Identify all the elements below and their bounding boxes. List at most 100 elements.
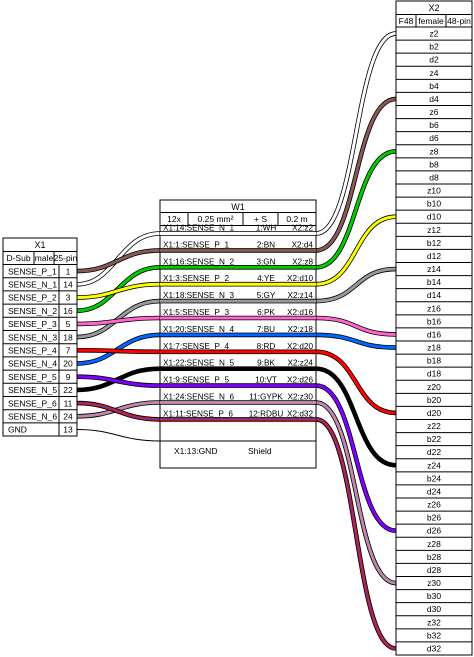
x2-spec-gender: female — [418, 16, 444, 26]
x1-pin-number: 3 — [66, 293, 71, 303]
wire-right-2 — [315, 97, 397, 252]
wire-to-label: X2:d10 — [287, 274, 313, 283]
x1-pin-number: 14 — [63, 280, 73, 290]
wire-mid-label: 6:PK — [257, 308, 275, 317]
wire-right-11-stripe — [315, 402, 397, 584]
wire-left-6 — [76, 316, 161, 326]
wire-left-12-stripe — [76, 402, 161, 420]
wire-to-label: X2:z8 — [292, 257, 313, 266]
wire-from-label: X1:14:SENSE_N_1 — [163, 224, 234, 233]
x2-pin-label: d18 — [427, 369, 441, 379]
x1-pin-number: 18 — [63, 332, 73, 342]
x1-pin-number: 7 — [66, 346, 71, 356]
x2-pin-rows: z2b2d2z4b4d4z6b6d6z8b8d8z10b10d10z12b12d… — [396, 29, 472, 653]
x2-pin-label: b2 — [429, 42, 439, 52]
x2-spec-type: F48 — [399, 16, 414, 26]
connector-x2: X2 F48 female 48-pin z2b2d2z4b4d4z6b6d6z… — [395, 0, 473, 656]
wire-from-label: X1:11:SENSE_P_6 — [163, 409, 233, 418]
wires-layer — [76, 31, 397, 651]
x2-pin-label: z24 — [427, 460, 441, 470]
x2-pin-label: d8 — [429, 172, 439, 182]
x2-pin-label: z22 — [427, 421, 441, 431]
x2-pin-label: b10 — [427, 199, 441, 209]
x2-title: X2 — [428, 3, 439, 13]
wire-to-label: X2:z30 — [288, 393, 314, 402]
wire-mid-label: 2:BN — [257, 240, 275, 249]
x2-pin-label: b30 — [427, 591, 441, 601]
x2-pin-label: z10 — [427, 186, 441, 196]
x2-pin-label: b18 — [427, 356, 441, 366]
wire-left-8 — [76, 348, 161, 354]
x1-spec-gender: male — [35, 253, 54, 263]
w1-shield-label: Shield — [248, 446, 272, 456]
x1-pin-name: SENSE_N_2 — [8, 306, 57, 316]
wire-mid-label: 9:BK — [257, 359, 275, 368]
x1-pin-number: 22 — [63, 385, 73, 395]
x1-pin-name: SENSE_P_2 — [8, 293, 57, 303]
wire-from-label: X1:7:SENSE_P_4 — [163, 342, 229, 351]
x2-pin-label: d4 — [429, 94, 439, 104]
x1-pin-name: SENSE_N_1 — [8, 280, 57, 290]
x1-pin-name: SENSE_P_4 — [8, 346, 57, 356]
wire-right-8 — [315, 350, 397, 415]
x2-pin-label: z16 — [427, 303, 441, 313]
x2-pin-label: b6 — [429, 120, 439, 130]
wire-to-label: X2:d16 — [287, 308, 313, 317]
wire-mid-label: 12:RDBU — [249, 409, 284, 418]
x1-pin-name: SENSE_P_5 — [8, 372, 57, 382]
x2-pin-label: b32 — [427, 630, 441, 640]
x2-pin-label: d32 — [427, 643, 441, 653]
wire-mid-label: 1:WH — [256, 224, 277, 233]
wire-to-label: X2:z24 — [288, 359, 314, 368]
wire-from-label: X1:5:SENSE_P_3 — [163, 308, 229, 317]
wire-to-label: X2:d26 — [287, 376, 313, 385]
x2-pin-label: b16 — [427, 316, 441, 326]
wire-to-label: X2:d4 — [292, 240, 314, 249]
x2-pin-label: d2 — [429, 55, 439, 65]
x1-pin-number: 20 — [63, 359, 73, 369]
x2-pin-label: d10 — [427, 212, 441, 222]
w1-spec-gauge: 0.25 mm² — [198, 214, 234, 224]
wire-left-4 — [76, 282, 161, 299]
wire-from-label: X1:3:SENSE_P_2 — [163, 274, 229, 283]
w1-spec-count: 12x — [167, 214, 181, 224]
wire-to-label: X2:d20 — [287, 342, 313, 351]
x2-pin-label: z12 — [427, 225, 441, 235]
x1-pin-number: 1 — [66, 266, 71, 276]
wire-mid-label: 8:RD — [257, 342, 276, 351]
x2-pin-label: z26 — [427, 500, 441, 510]
x2-pin-label: z20 — [427, 382, 441, 392]
x2-pin-label: z18 — [427, 343, 441, 353]
x2-pin-label: z28 — [427, 539, 441, 549]
wire-mid-label: 11:GYPK — [249, 393, 283, 402]
wire-mid-label: 7:BU — [257, 325, 275, 334]
x2-pin-label: d6 — [429, 133, 439, 143]
x2-pin-label: b24 — [427, 473, 441, 483]
wire-right-6 — [315, 316, 397, 336]
wire-from-label: X1:18:SENSE_N_3 — [163, 291, 234, 300]
cable-w1: W1 12x 0.25 mm² + S 0.2 m X1:14:SENSE_N_… — [159, 199, 317, 469]
wire-mid-label: 10:VT — [255, 376, 277, 385]
x2-pin-label: d24 — [427, 486, 441, 496]
x2-pin-label: z6 — [430, 107, 439, 117]
x2-pin-label: d30 — [427, 604, 441, 614]
x2-pin-label: z2 — [430, 29, 439, 39]
x1-pin-name: SENSE_P_6 — [8, 398, 57, 408]
x1-pin-number: 13 — [63, 425, 73, 435]
x1-pin-name: SENSE_N_6 — [8, 412, 57, 422]
wire-from-label: X1:24:SENSE_N_6 — [163, 393, 234, 402]
x1-pin-name: SENSE_N_4 — [8, 359, 57, 369]
wire-right-4 — [315, 215, 397, 286]
x2-pin-label: d20 — [427, 408, 441, 418]
x2-pin-label: b12 — [427, 238, 441, 248]
wire-to-label: X2:z18 — [288, 325, 314, 334]
wire-right-9 — [315, 367, 397, 467]
x2-pin-label: b14 — [427, 277, 441, 287]
x2-pin-label: d22 — [427, 447, 441, 457]
x1-pin-number: 5 — [66, 319, 71, 329]
x1-pin-name: GND — [8, 425, 27, 435]
